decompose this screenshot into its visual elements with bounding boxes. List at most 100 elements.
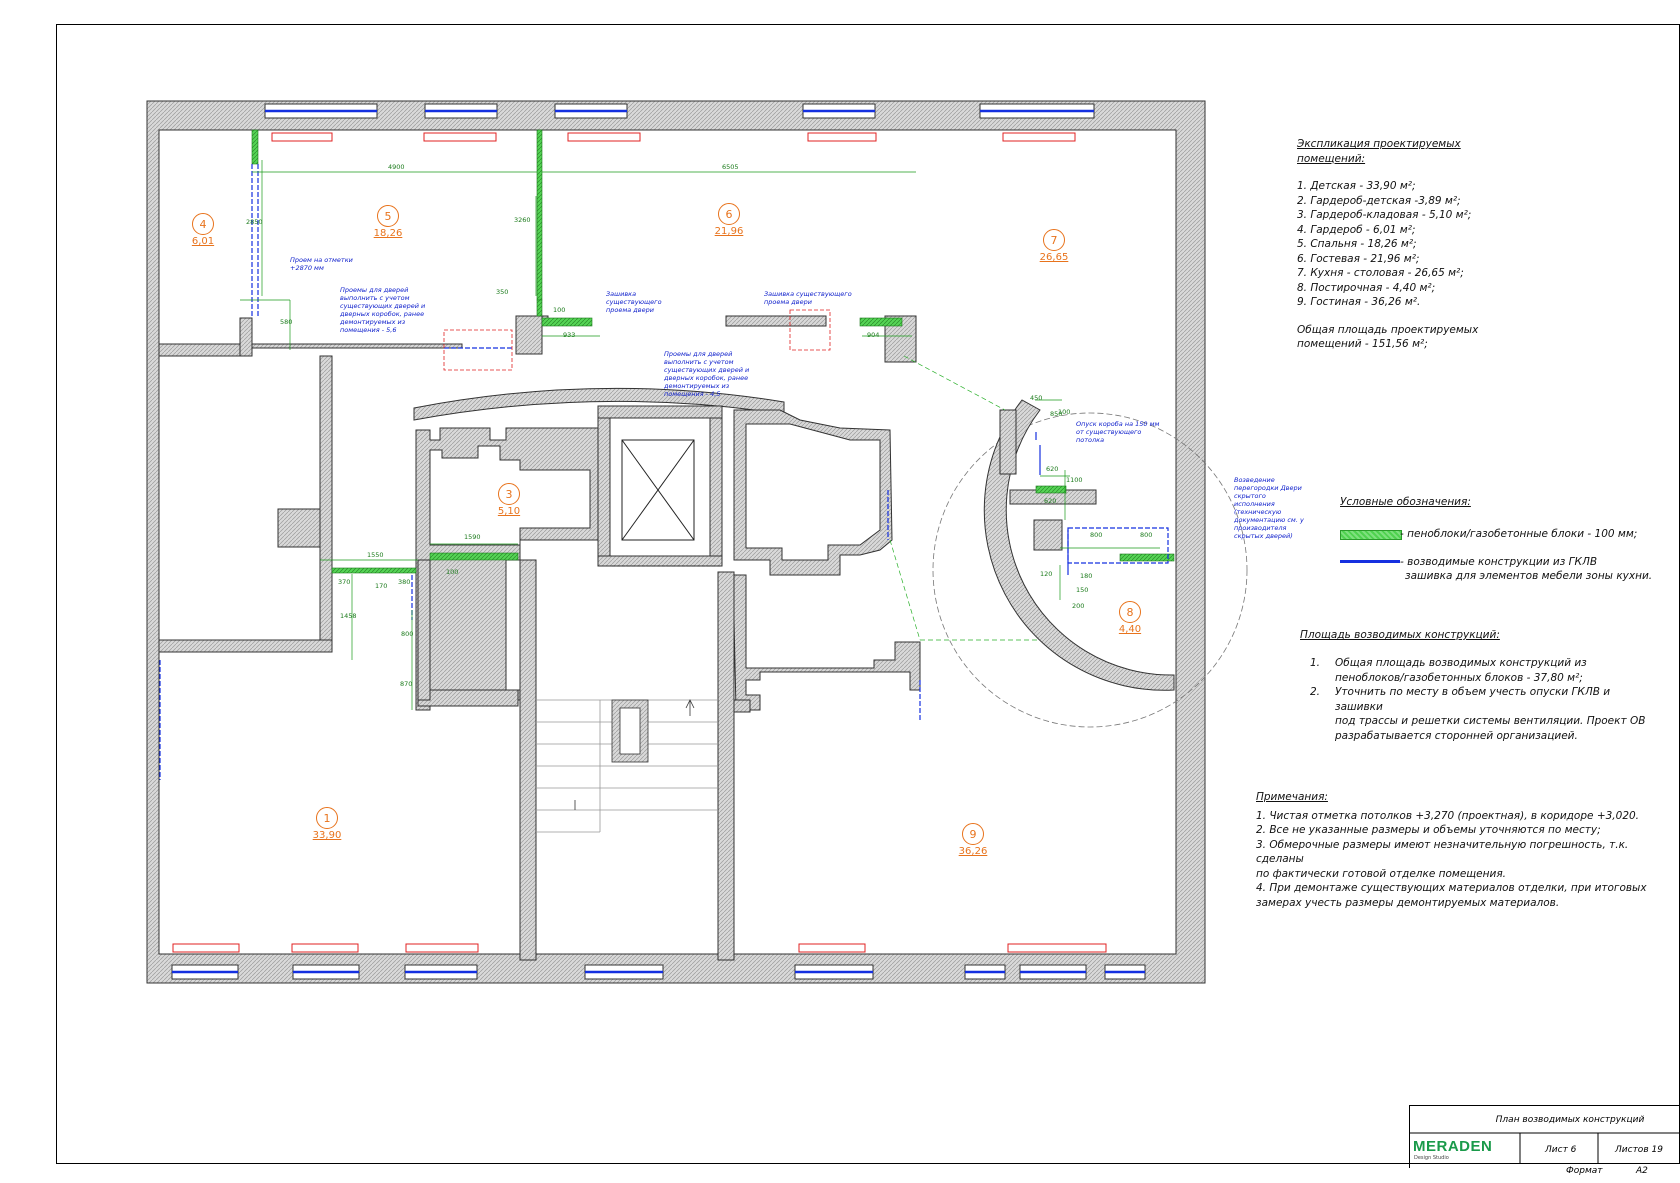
area-item: Уточнить по месту в объем учесть опуски … xyxy=(1335,685,1655,743)
dimension-label: 100 xyxy=(553,306,566,314)
area-line: разрабатывается сторонней организацией. xyxy=(1335,729,1578,742)
dimension-label: 620 xyxy=(1044,497,1057,505)
dimension-label: 1458 xyxy=(340,612,357,620)
dimension-label: 800 xyxy=(1140,531,1153,539)
door-openings xyxy=(443,309,831,371)
legend-title: Условные обозначения: xyxy=(1340,496,1471,508)
annotation-fill-existing: Зашивка существующего проема двери xyxy=(606,290,662,314)
annotation-fill-existing: Зашивка существующего проема двери xyxy=(764,290,852,306)
title-block xyxy=(1409,1105,1680,1168)
sheet-title: План возводимых конструкций xyxy=(1495,1115,1645,1125)
area-line: под трассы и решетки системы вентиляции.… xyxy=(1335,715,1646,727)
area-title: Площадь возводимых конструкций: xyxy=(1300,629,1500,641)
explication-item: 2. Гардероб-детская -3,89 м²; xyxy=(1297,194,1461,207)
note-line: 2. Все не указанные размеры и объемы уто… xyxy=(1256,824,1601,836)
room-area: 4,40 xyxy=(1118,624,1142,635)
dimension-label: 3260 xyxy=(514,216,531,224)
dimension-label: 1550 xyxy=(367,551,384,559)
explication-title: помещений: xyxy=(1297,152,1366,165)
dimension-label: 180 xyxy=(1080,572,1093,580)
dimension-label: 450 xyxy=(1030,394,1043,402)
dimension-label: 620 xyxy=(1046,465,1059,473)
room-number: 9 xyxy=(962,823,984,845)
legend-blue-text: - возводимые конструкции из ГКЛВ xyxy=(1400,556,1598,568)
dimension-label: 850 xyxy=(1050,410,1063,418)
note-line: 4. При демонтаже существующих материалов… xyxy=(1256,882,1647,894)
note-line: по фактически готовой отделке помещения. xyxy=(1256,867,1506,880)
studio-logo-sub: Design Studio xyxy=(1414,1155,1449,1161)
room-area: 5,10 xyxy=(497,506,521,517)
note-line: 3. Обмерочные размеры имеют незначительн… xyxy=(1256,838,1629,866)
dimension-label: 170 xyxy=(375,582,388,590)
explication-title: Экспликация проектируемых xyxy=(1297,138,1461,150)
explication-item: 6. Гостевая - 21,96 м²; xyxy=(1297,252,1420,265)
area-item-number: 1. xyxy=(1310,657,1321,669)
dimension-label: 1100 xyxy=(1066,476,1083,484)
format-value: А2 xyxy=(1636,1166,1648,1176)
new-partitions-blocks xyxy=(251,129,1175,574)
dimension-label: 933 xyxy=(563,331,576,339)
room-number: 8 xyxy=(1119,601,1141,623)
legend-blue-swatch xyxy=(1340,560,1400,563)
dimension-label: 904 xyxy=(867,331,880,339)
room-number: 1 xyxy=(316,807,338,829)
room-area: 36,26 xyxy=(958,846,988,857)
dimension-label: 100 xyxy=(446,568,459,576)
room-area: 6,01 xyxy=(191,236,215,247)
dimension-label: 2850 xyxy=(246,218,263,226)
windows-top xyxy=(264,103,1095,119)
explication-item: 8. Постирочная - 4,40 м²; xyxy=(1297,281,1436,294)
stairs xyxy=(536,699,718,833)
dimension-label: 800 xyxy=(401,630,414,638)
notes-block: Примечания: 1. Чистая отметка потолков +… xyxy=(1256,790,1656,910)
area-item: Общая площадь возводимых конструкций из … xyxy=(1335,656,1655,685)
dimension-label: 120 xyxy=(1040,570,1053,578)
area-line: Уточнить по месту в объем учесть опуски … xyxy=(1335,686,1611,713)
outer-walls xyxy=(146,100,1206,984)
dimension-label: 100 xyxy=(1058,408,1071,416)
room-area: 26,65 xyxy=(1039,252,1069,263)
room-number: 7 xyxy=(1043,229,1065,251)
dimension-lines xyxy=(240,160,1160,710)
dimension-label: 870 xyxy=(400,680,413,688)
explication-total: Общая площадь проектируемых xyxy=(1297,323,1479,336)
studio-logo: MERADEN xyxy=(1413,1138,1493,1155)
explication-item: 9. Гостиная - 36,26 м². xyxy=(1297,296,1421,308)
interior-walls xyxy=(158,315,921,961)
notes-title: Примечания: xyxy=(1256,791,1328,803)
annotation-door-openings: Проемы для дверей выполнить с учетом сущ… xyxy=(664,350,750,398)
sheets-count: Листов 19 xyxy=(1615,1145,1663,1155)
explication-item: 4. Гардероб - 6,01 м²; xyxy=(1297,223,1416,236)
legend-blue-text: зашивка для элементов мебели зоны кухни. xyxy=(1405,570,1653,582)
dimension-label: 200 xyxy=(1072,602,1085,610)
dimension-label: 1590 xyxy=(464,533,481,541)
format-label: Формат xyxy=(1566,1166,1603,1176)
area-line: пеноблоков/газобетонных блоков - 37,80 м… xyxy=(1335,671,1583,684)
round-room xyxy=(932,399,1248,728)
room-number: 4 xyxy=(192,213,214,235)
explication-item: 7. Кухня - столовая - 26,65 м²; xyxy=(1297,267,1464,279)
axis-lines xyxy=(889,355,1040,641)
room-number: 5 xyxy=(377,205,399,227)
dimension-label: 380 xyxy=(398,578,411,586)
annotation-opening-mark: Проем на отметки +2870 мм xyxy=(290,256,353,272)
annotation-box-drop: Опуск короба на 150 мм от существующего … xyxy=(1076,420,1160,444)
dimension-label: 800 xyxy=(1090,531,1103,539)
annotation-door-openings: Проемы для дверей выполнить с учетом сущ… xyxy=(340,286,426,334)
legend-green-text: - пеноблоки/газобетонные блоки - 100 мм; xyxy=(1400,528,1638,540)
area-line: Общая площадь возводимых конструкций из xyxy=(1335,657,1587,669)
windows-bottom xyxy=(171,964,1146,980)
room-area: 21,96 xyxy=(714,226,744,237)
explication-item: 3. Гардероб-кладовая - 5,10 м²; xyxy=(1297,209,1472,221)
room-number: 6 xyxy=(718,203,740,225)
dimension-label: 370 xyxy=(338,578,351,586)
annotation-partition: Возведение перегородки Двери скрытого ис… xyxy=(1234,476,1304,540)
room-area: 33,90 xyxy=(312,830,342,841)
dimension-label: 580 xyxy=(280,318,293,326)
area-item-number: 2. xyxy=(1310,686,1321,698)
dimension-label: 350 xyxy=(496,288,509,296)
dimension-label: 150 xyxy=(1076,586,1089,594)
explication-item: 1. Детская - 33,90 м²; xyxy=(1297,180,1416,192)
sheet-number: Лист 6 xyxy=(1545,1145,1577,1155)
